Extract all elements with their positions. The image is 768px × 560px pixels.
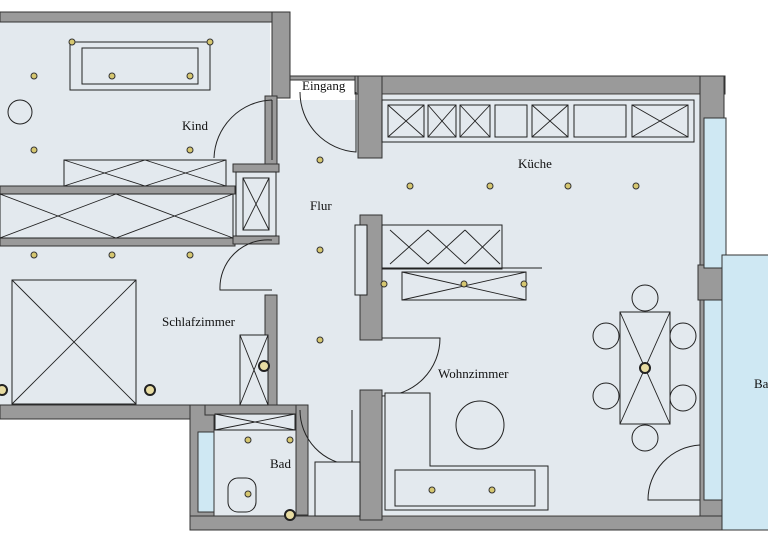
kind-door: [213, 99, 273, 160]
schlaf-door: [219, 239, 273, 291]
label-kueche: Küche: [518, 156, 552, 171]
bad-window: [197, 431, 215, 513]
label-wohnzimmer: Wohnzimmer: [438, 366, 509, 381]
label-balkon: Ba: [754, 376, 768, 391]
kind-wardrobe: [63, 159, 227, 187]
kitchen-island: [381, 224, 503, 270]
label-flur: Flur: [310, 198, 332, 213]
kind-chair: [7, 99, 33, 125]
balcony-area: [721, 254, 768, 531]
shower: [314, 461, 361, 517]
entrance-door: [299, 91, 357, 153]
kueche-window: [703, 117, 727, 269]
room-labels: Kind Eingang Küche Flur Schlafzimmer Woh…: [162, 78, 768, 471]
corridor-storage: [0, 193, 234, 239]
floor-areas: [0, 20, 768, 530]
furniture: [0, 41, 697, 517]
windows: [197, 117, 768, 531]
label-schlafzimmer: Schlafzimmer: [162, 314, 236, 329]
label-bad: Bad: [270, 456, 291, 471]
label-eingang: Eingang: [302, 78, 346, 93]
ceiling-lights: [0, 38, 651, 521]
label-kind: Kind: [182, 118, 209, 133]
coffee-table: [455, 400, 505, 450]
toilet: [227, 477, 257, 513]
balcony-door: [647, 444, 701, 501]
